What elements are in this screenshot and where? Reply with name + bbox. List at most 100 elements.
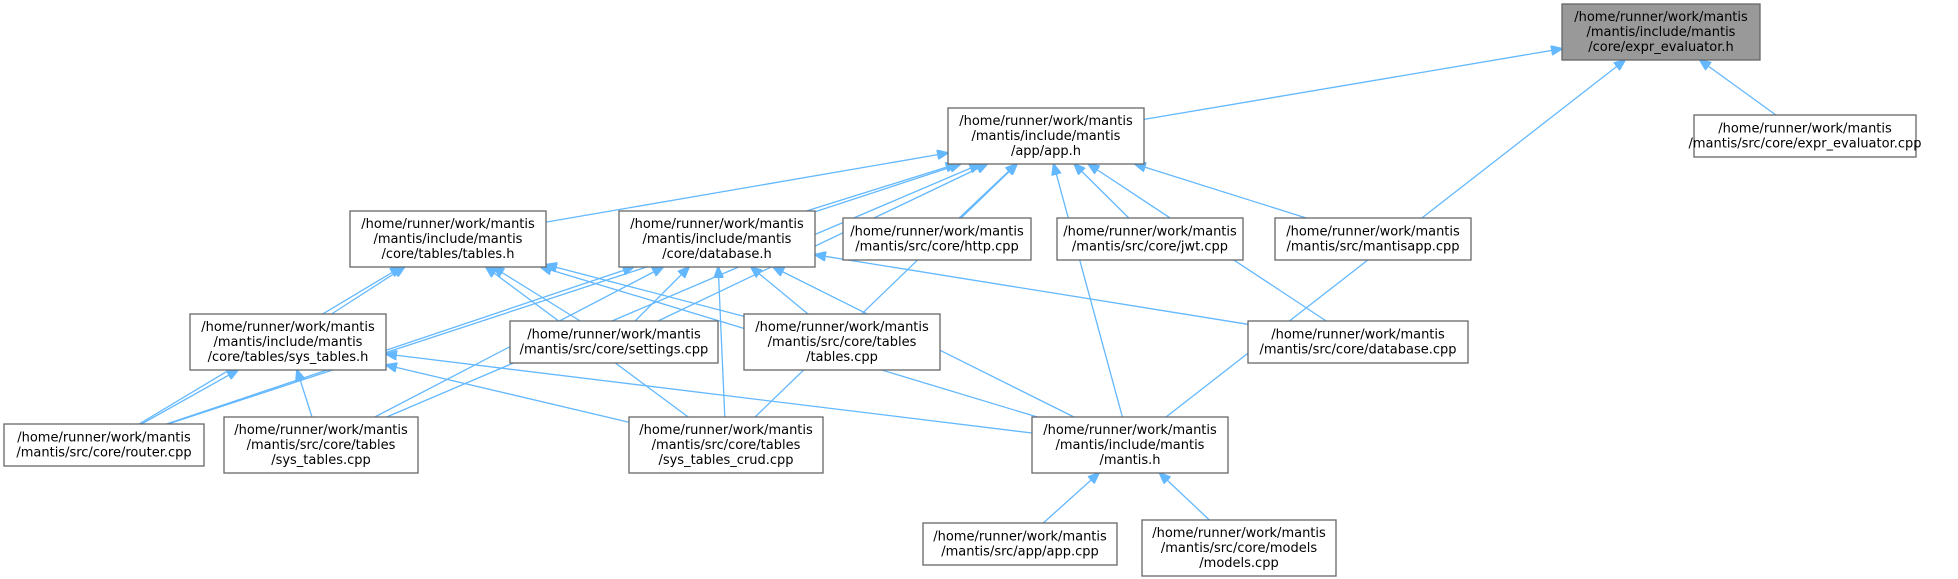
node-sys_tables_h-label-line: /mantis/include/mantis <box>214 335 363 350</box>
edge-mantisapp_cpp-to-app_h <box>1135 164 1307 219</box>
node-settings_cpp-box[interactable] <box>509 320 719 364</box>
node-tables_cpp-label-line: /home/runner/work/mantis <box>755 320 929 335</box>
node-expr_h-label-line: /home/runner/work/mantis <box>1574 10 1748 25</box>
node-expr_h-label-line: /mantis/include/mantis <box>1587 25 1736 40</box>
node-http_cpp-label-line: /home/runner/work/mantis <box>850 224 1024 239</box>
node-router_cpp-label-line: /mantis/src/core/router.cpp <box>16 445 191 460</box>
node-models_cpp-label-line: /mantis/src/core/models <box>1161 541 1317 556</box>
node-tables_cpp-box[interactable] <box>743 313 941 371</box>
edge-router_cpp-to-sys_tables_h <box>141 370 239 425</box>
node-sys_tables_cpp-label-line: /mantis/src/core/tables <box>247 438 396 453</box>
node-app_h-label-line: /app/app.h <box>1011 144 1081 159</box>
node-sys_tables_cpp-box[interactable] <box>223 416 419 474</box>
node-database_cpp[interactable]: /home/runner/work/mantis/mantis/src/core… <box>1247 320 1469 364</box>
node-sys_tables_crud_cpp[interactable]: /home/runner/work/mantis/mantis/src/core… <box>628 416 824 474</box>
edge-mantis_h-to-app_h <box>1054 164 1124 418</box>
edge-settings_cpp-to-app_h <box>657 164 987 322</box>
node-tables_h-label-line: /home/runner/work/mantis <box>361 217 535 232</box>
node-tables_h-box[interactable] <box>349 210 547 268</box>
node-mantisapp_cpp-box[interactable] <box>1274 217 1472 261</box>
edge-settings_cpp-to-tables_h <box>493 267 581 322</box>
edge-expr_cpp-to-expr_h <box>1700 60 1777 116</box>
node-expr_cpp-box[interactable] <box>1693 114 1917 158</box>
edge-tables_h-to-app_h <box>545 153 948 223</box>
edge-mantis_h-to-sys_tables_h <box>386 354 1033 434</box>
node-expr_h-label-line: /core/expr_evaluator.h <box>1588 40 1734 55</box>
node-database_cpp-label-line: /mantis/src/core/database.cpp <box>1259 342 1456 357</box>
node-expr_cpp-label-line: /mantis/src/core/expr_evaluator.cpp <box>1688 136 1921 151</box>
node-sys_tables_h-label-line: /home/runner/work/mantis <box>201 320 375 335</box>
node-mantis_h-label-line: /mantis.h <box>1099 453 1160 468</box>
node-sys_tables_crud_cpp-label-line: /sys_tables_crud.cpp <box>658 453 793 468</box>
edge-app_h-to-expr_h <box>1143 49 1562 121</box>
node-tables_cpp[interactable]: /home/runner/work/mantis/mantis/src/core… <box>743 313 941 371</box>
node-jwt_cpp-label-line: /home/runner/work/mantis <box>1063 224 1237 239</box>
node-app_h[interactable]: /home/runner/work/mantis/mantis/include/… <box>947 107 1145 165</box>
node-sys_tables_h[interactable]: /home/runner/work/mantis/mantis/include/… <box>189 313 387 371</box>
node-sys_tables_crud_cpp-label-line: /mantis/src/core/tables <box>652 438 801 453</box>
edge-sys_tables_crud_cpp-to-database_h <box>718 267 726 418</box>
edge-sys_tables_crud_cpp-to-sys_tables_h <box>386 365 630 423</box>
node-router_cpp-box[interactable] <box>3 423 205 467</box>
node-app_cpp-box[interactable] <box>922 522 1118 566</box>
node-app_h-label-line: /home/runner/work/mantis <box>959 114 1133 129</box>
node-mantisapp_cpp-label-line: /mantis/src/mantisapp.cpp <box>1286 239 1459 254</box>
node-tables_cpp-label-line: /mantis/src/core/tables <box>768 335 917 350</box>
edge-database_cpp-to-database_h <box>815 255 1249 325</box>
node-models_cpp-label-line: /models.cpp <box>1199 556 1278 571</box>
node-sys_tables_h-box[interactable] <box>189 313 387 371</box>
node-database_h[interactable]: /home/runner/work/mantis/mantis/include/… <box>618 210 816 268</box>
node-models_cpp[interactable]: /home/runner/work/mantis/mantis/src/core… <box>1141 519 1337 577</box>
node-jwt_cpp-box[interactable] <box>1056 217 1244 261</box>
edge-sys_tables_cpp-to-app_h <box>386 164 981 418</box>
node-mantis_h[interactable]: /home/runner/work/mantis/mantis/include/… <box>1031 416 1229 474</box>
node-expr_h-box[interactable] <box>1561 3 1761 61</box>
node-settings_cpp-label-line: /mantis/src/core/settings.cpp <box>520 342 709 357</box>
node-jwt_cpp[interactable]: /home/runner/work/mantis/mantis/src/core… <box>1056 217 1244 261</box>
node-router_cpp-label-line: /home/runner/work/mantis <box>17 430 191 445</box>
node-database_cpp-box[interactable] <box>1247 320 1469 364</box>
node-sys_tables_cpp-label-line: /home/runner/work/mantis <box>234 423 408 438</box>
node-models_cpp-box[interactable] <box>1141 519 1337 577</box>
node-mantis_h-label-line: /home/runner/work/mantis <box>1043 423 1217 438</box>
node-expr_h[interactable]: /home/runner/work/mantis/mantis/include/… <box>1561 3 1761 61</box>
node-expr_cpp[interactable]: /home/runner/work/mantis/mantis/src/core… <box>1688 114 1922 158</box>
node-expr_cpp-label-line: /home/runner/work/mantis <box>1718 121 1892 136</box>
node-mantisapp_cpp[interactable]: /home/runner/work/mantis/mantis/src/mant… <box>1274 217 1472 261</box>
node-sys_tables_crud_cpp-box[interactable] <box>628 416 824 474</box>
node-http_cpp[interactable]: /home/runner/work/mantis/mantis/src/core… <box>842 217 1032 261</box>
edge-router_cpp-to-database_h <box>166 267 634 425</box>
node-sys_tables_crud_cpp-label-line: /home/runner/work/mantis <box>639 423 813 438</box>
node-tables_h[interactable]: /home/runner/work/mantis/mantis/include/… <box>349 210 547 268</box>
node-app_h-box[interactable] <box>947 107 1145 165</box>
edge-router_cpp-to-app_h <box>167 164 961 425</box>
node-database_h-label-line: /home/runner/work/mantis <box>630 217 804 232</box>
node-database_cpp-label-line: /home/runner/work/mantis <box>1271 327 1445 342</box>
node-models_cpp-label-line: /home/runner/work/mantis <box>1152 526 1326 541</box>
edge-jwt_cpp-to-app_h <box>1074 164 1130 219</box>
edge-models_cpp-to-mantis_h <box>1160 473 1210 521</box>
node-jwt_cpp-label-line: /mantis/src/core/jwt.cpp <box>1072 239 1228 254</box>
node-app_cpp-label-line: /mantis/src/app/app.cpp <box>941 544 1099 559</box>
edge-app_cpp-to-mantis_h <box>1042 473 1099 524</box>
node-mantis_h-label-line: /mantis/include/mantis <box>1056 438 1205 453</box>
node-http_cpp-label-line: /mantis/src/core/http.cpp <box>855 239 1018 254</box>
edge-tables_cpp-to-database_h <box>751 267 809 315</box>
node-mantis_h-box[interactable] <box>1031 416 1229 474</box>
node-sys_tables_cpp[interactable]: /home/runner/work/mantis/mantis/src/core… <box>223 416 419 474</box>
node-tables_cpp-label-line: /tables.cpp <box>806 350 878 365</box>
node-app_cpp[interactable]: /home/runner/work/mantis/mantis/src/app/… <box>922 522 1118 566</box>
edge-sys_tables_crud_cpp-to-app_h <box>754 164 1017 418</box>
node-settings_cpp[interactable]: /home/runner/work/mantis/mantis/src/core… <box>509 320 719 364</box>
node-http_cpp-box[interactable] <box>842 217 1032 261</box>
node-router_cpp[interactable]: /home/runner/work/mantis/mantis/src/core… <box>3 423 205 467</box>
node-app_h-label-line: /mantis/include/mantis <box>972 129 1121 144</box>
edge-sys_tables_h-to-tables_h <box>331 267 405 315</box>
node-database_h-box[interactable] <box>618 210 816 268</box>
nodes-layer: /home/runner/work/mantis/mantis/include/… <box>3 3 1922 577</box>
node-sys_tables_cpp-label-line: /sys_tables.cpp <box>271 453 371 468</box>
edge-tables_cpp-to-tables_h <box>546 265 745 318</box>
node-database_h-label-line: /core/database.h <box>662 247 772 262</box>
node-tables_h-label-line: /core/tables/tables.h <box>381 247 514 262</box>
